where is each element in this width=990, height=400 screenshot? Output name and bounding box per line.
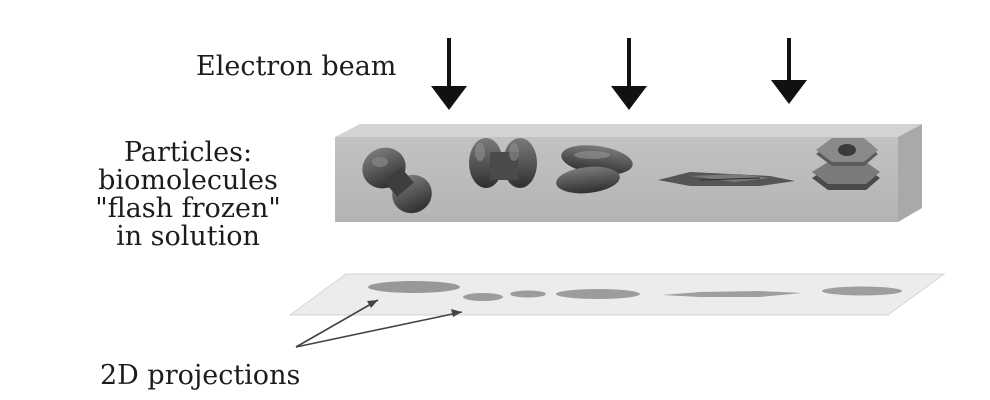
hexagonal-ring-particle [812, 138, 880, 190]
projection-pointers [295, 299, 463, 348]
electron-beam-label: Electron beam [196, 51, 397, 82]
small-blob-shadow [822, 286, 902, 296]
bilobe-shadow-left [463, 293, 503, 301]
projection-plane [288, 273, 946, 316]
oval-shadow [556, 289, 640, 299]
flat-sheet-particle [658, 172, 795, 186]
slab-side-face [898, 124, 922, 222]
beam-arrow-1 [431, 38, 467, 110]
bilobe-shadow-right [510, 290, 546, 298]
beam-arrow-2 [611, 38, 647, 110]
particles-label: Particles: biomolecules "flash frozen" i… [70, 139, 306, 251]
peanut-particle [556, 145, 633, 194]
blob-shadow [368, 281, 460, 293]
particles-label-line-2: biomolecules [98, 165, 278, 196]
projections-label: 2D projections [100, 360, 301, 391]
particles-label-line-4: in solution [116, 221, 260, 252]
beam-arrow-3 [771, 38, 807, 104]
dumbbell-particle [362, 147, 432, 214]
slab-top-face [335, 124, 922, 137]
double-lobe-particle [469, 138, 537, 188]
streak-shadow [662, 291, 802, 297]
particles-label-line-3: "flash frozen" [95, 193, 281, 224]
particles-label-line-1: Particles: [123, 137, 253, 168]
